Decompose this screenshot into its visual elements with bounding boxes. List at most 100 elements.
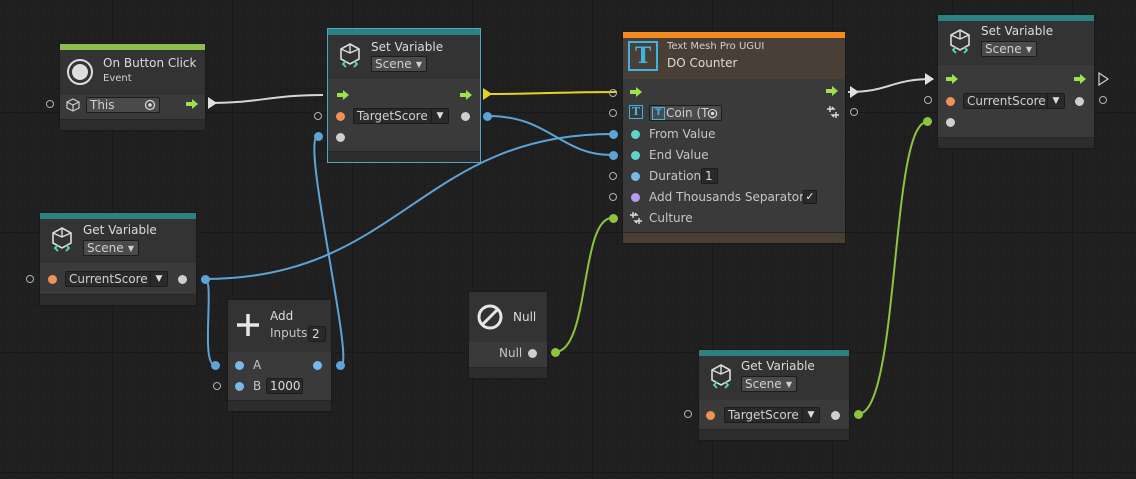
target-input-hollow[interactable] [609, 109, 617, 117]
culture-connector[interactable] [609, 214, 618, 223]
unity-variable-icon [950, 29, 970, 54]
unity-variable-icon [52, 227, 72, 252]
input-b-label: B [253, 379, 262, 393]
input-a-port[interactable] [235, 361, 244, 370]
do-counter-node[interactable]: T Text Mesh Pro UGUI DO Counter T T Coin… [622, 31, 846, 244]
node-title: Get Variable [83, 223, 157, 237]
scope-dropdown[interactable]: Scene▼ [981, 41, 1037, 57]
value-output-connector[interactable] [854, 410, 863, 419]
target-field[interactable]: This [86, 97, 160, 113]
end-value-port[interactable] [631, 151, 640, 160]
duration-field[interactable]: 1 [701, 168, 718, 184]
input-b-hollow[interactable] [213, 382, 221, 390]
from-value-connector[interactable] [609, 130, 618, 139]
tween-output-icon[interactable] [826, 105, 840, 119]
null-node[interactable]: Null Null [468, 291, 548, 379]
inputs-count-field[interactable]: 2 [308, 326, 326, 342]
thousands-separator-checkbox[interactable]: ✓ [803, 190, 817, 204]
duration-port[interactable] [631, 172, 640, 181]
wire-getvar-to-fromvalue [204, 133, 613, 280]
variable-input-port-left[interactable] [314, 112, 322, 120]
variable-dropdown[interactable]: CurrentScore ▼ [65, 271, 168, 287]
value-input-port[interactable] [336, 133, 345, 142]
node-title: Set Variable [981, 24, 1054, 38]
flow-in-port[interactable] [630, 87, 642, 97]
target-object-field[interactable]: T Coin (T [649, 105, 722, 121]
value-output-connector[interactable] [483, 112, 492, 121]
flow-out-port[interactable] [1074, 74, 1086, 84]
null-output-port[interactable] [528, 349, 537, 358]
value-output-connector[interactable] [201, 275, 210, 284]
flow-in-port[interactable] [946, 74, 958, 84]
input-b-port[interactable] [235, 382, 244, 391]
flow-arrow-1 [208, 97, 217, 109]
from-value-port[interactable] [631, 130, 640, 139]
object-picker-icon[interactable] [707, 108, 718, 119]
sum-output-connector[interactable] [336, 361, 345, 370]
set-variable-node-targetscore[interactable]: Set Variable Scene▼ TargetScore ▼ [327, 28, 481, 163]
plus-icon [237, 314, 259, 336]
value-input-connector[interactable] [923, 117, 932, 126]
node-footer [60, 119, 205, 130]
input-a-connector[interactable] [211, 361, 220, 370]
duration-value: 1 [705, 169, 713, 183]
flow-in-port[interactable] [337, 90, 349, 100]
variable-dropdown[interactable]: CurrentScore ▼ [963, 93, 1065, 109]
scope-dropdown[interactable]: Scene▼ [83, 240, 139, 256]
variable-bar [328, 29, 480, 35]
thousands-separator-port[interactable] [631, 193, 640, 202]
separator-input-hollow[interactable] [609, 193, 617, 201]
sum-output-port[interactable] [313, 361, 322, 370]
variable-name-port[interactable] [946, 97, 955, 106]
value-output-port[interactable] [1075, 97, 1084, 106]
node-header[interactable]: Set Variable Scene▼ [328, 35, 480, 79]
node-title: Set Variable [371, 40, 444, 54]
inputs-label: Inputs [270, 326, 308, 340]
flow-out-port[interactable] [460, 90, 472, 100]
node-header[interactable]: Get Variable Scene▼ [699, 356, 849, 400]
flow-out-port[interactable] [186, 99, 198, 109]
add-node[interactable]: Add Inputs 2 A B 1000 [227, 299, 332, 412]
value-input-connector[interactable] [314, 132, 323, 141]
end-value-label: End Value [649, 148, 709, 162]
input-b-field[interactable]: 1000 [266, 378, 303, 394]
null-output-connector[interactable] [551, 348, 560, 357]
value-output-port[interactable] [178, 275, 187, 284]
scope-dropdown[interactable]: Scene▼ [741, 376, 797, 392]
textmeshpro-icon: T [628, 41, 658, 71]
variable-dropdown[interactable]: TargetScore ▼ [724, 407, 820, 423]
variable-input-hollow[interactable] [26, 275, 34, 283]
scope-dropdown[interactable]: Scene▼ [371, 56, 427, 72]
variable-input-hollow[interactable] [684, 410, 692, 418]
set-variable-node-currentscore[interactable]: Set Variable Scene▼ CurrentScore ▼ [937, 14, 1095, 149]
node-header[interactable]: Add Inputs 2 [228, 300, 331, 352]
flow-arrow-4 [925, 73, 934, 85]
get-variable-node-currentscore[interactable]: Get Variable Scene▼ CurrentScore ▼ [39, 212, 197, 306]
variable-name-port[interactable] [706, 411, 715, 420]
variable-name-port[interactable] [48, 275, 57, 284]
get-variable-node-targetscore[interactable]: Get Variable Scene▼ TargetScore ▼ [698, 349, 850, 441]
node-header[interactable]: On Button Click Event [60, 50, 205, 95]
dropdown-arrow-icon: ▼ [1047, 94, 1064, 108]
value-output-port[interactable] [461, 112, 470, 121]
node-header[interactable]: Set Variable Scene▼ [938, 21, 1094, 65]
variable-input-hollow[interactable] [924, 96, 932, 104]
flow-out-port[interactable] [826, 86, 838, 96]
counter-flow-in-hollow[interactable] [609, 89, 617, 97]
value-input-port[interactable] [946, 118, 955, 127]
node-header[interactable]: T Text Mesh Pro UGUI DO Counter [623, 38, 845, 79]
value-output-hollow[interactable] [1099, 96, 1107, 104]
on-button-click-node[interactable]: On Button Click Event This [59, 43, 206, 131]
target-input-port[interactable] [46, 100, 54, 108]
culture-port-icon[interactable] [629, 211, 643, 225]
duration-input-hollow[interactable] [609, 172, 617, 180]
node-header[interactable]: Null [469, 292, 547, 342]
inputs-count-value: 2 [312, 327, 320, 341]
object-picker-icon[interactable] [144, 99, 156, 111]
node-header[interactable]: Get Variable Scene▼ [40, 219, 196, 263]
variable-name-port[interactable] [336, 112, 345, 121]
variable-dropdown[interactable]: TargetScore ▼ [353, 108, 449, 124]
tween-output-hollow[interactable] [850, 108, 858, 116]
end-value-connector[interactable] [609, 151, 618, 160]
value-output-port[interactable] [831, 411, 840, 420]
